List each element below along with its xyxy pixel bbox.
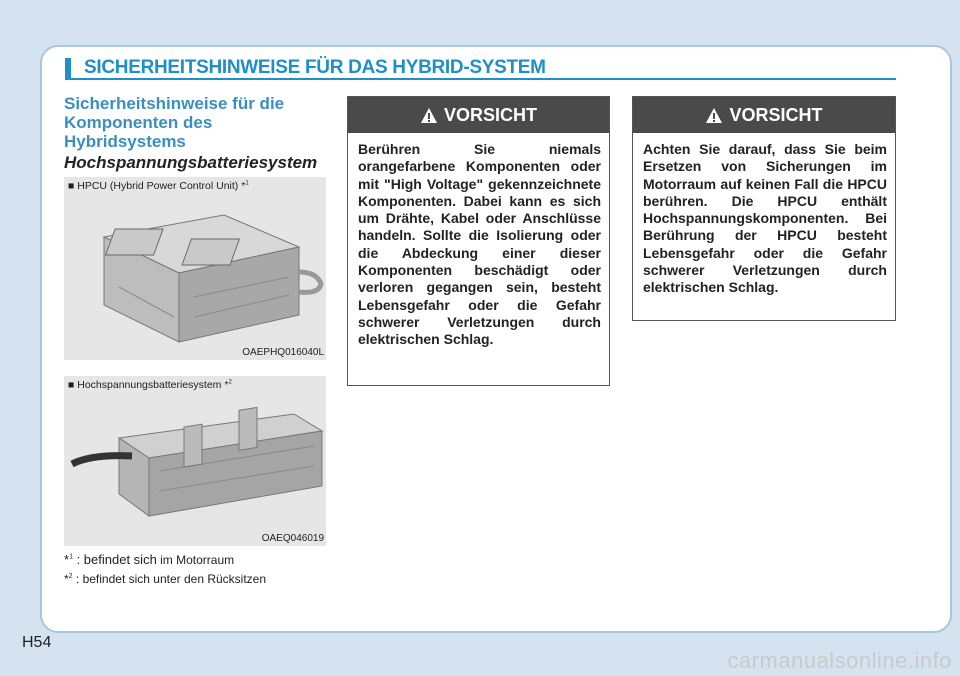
- watermark: carmanualsonline.info: [727, 648, 952, 673]
- caution-text-1: Berühren Sie niemals orangefarbene Kompo…: [358, 141, 601, 348]
- battery-illustration: [70, 406, 324, 517]
- caution-box-2: VORSICHT Achten Sie darauf, dass Sie bei…: [632, 96, 896, 321]
- page-title: SICHERHEITSHINWEISE FÜR DAS HYBRID-SYSTE…: [84, 57, 546, 78]
- hpcu-figure-code: OAEPHQ016040L: [242, 347, 324, 358]
- page-number: H54: [22, 634, 52, 651]
- hpcu-figure: ■ HPCU (Hybrid Power Control Unit) *1 OA…: [64, 177, 326, 360]
- caution-label-1: VORSICHT: [443, 104, 537, 125]
- warning-icon: [706, 107, 723, 123]
- battery-figure-caption: ■ Hochspannungsbatteriesystem *2: [68, 379, 232, 391]
- caution-header-1: VORSICHT: [348, 97, 609, 133]
- sub-heading: Hochspannungsbatteriesystem: [64, 153, 318, 172]
- footnote-2: *2 : befindet sich unter den Rücksitzen: [64, 572, 267, 586]
- caution-box-1: VORSICHT Berühren Sie niemals orangefarb…: [347, 96, 610, 386]
- hpcu-illustration: [102, 214, 324, 343]
- caution-header-2: VORSICHT: [633, 97, 895, 133]
- warning-icon: [420, 107, 437, 123]
- section-heading: Sicherheitshinweise für die Komponenten …: [64, 94, 285, 151]
- battery-figure-code: OAEQ046019: [261, 533, 324, 544]
- header-rule: [71, 78, 896, 80]
- footnote-1: *1 : befindet sich im Motorraum: [64, 552, 235, 567]
- caution-label-2: VORSICHT: [729, 104, 823, 125]
- hpcu-figure-caption: ■ HPCU (Hybrid Power Control Unit) *1: [68, 180, 249, 192]
- header-accent-bar: [65, 58, 71, 80]
- battery-figure: ■ Hochspannungsbatteriesystem *2 OAEQ046…: [64, 376, 326, 546]
- caution-text-2: Achten Sie darauf, dass Sie beim Ersetze…: [643, 141, 887, 296]
